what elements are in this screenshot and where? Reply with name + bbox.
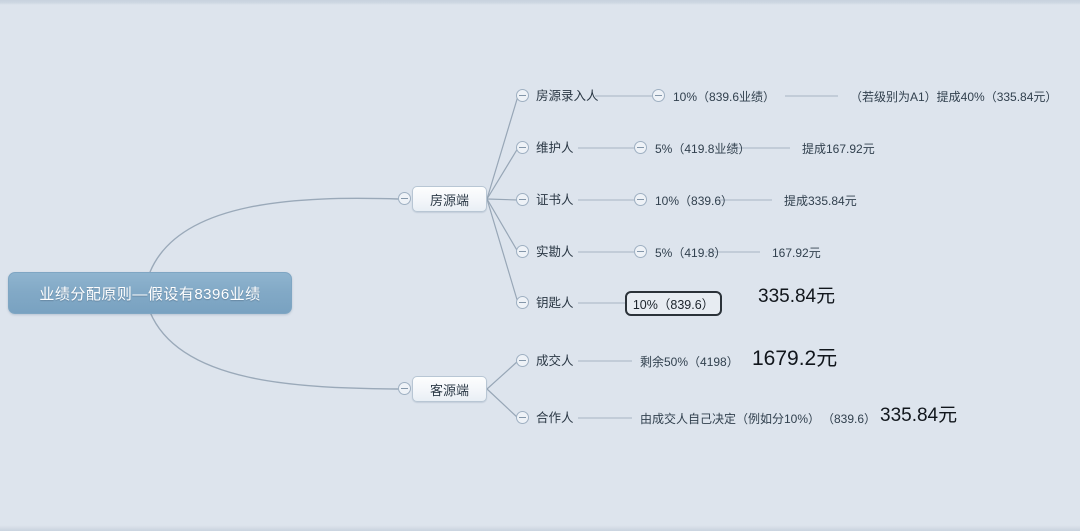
node-hezuo-ren[interactable]: 合作人 <box>536 411 574 425</box>
node-hezuo-ren-rule[interactable]: 由成交人自己决定（例如分10%） <box>640 412 821 426</box>
node-yaoshi-ren-rate-label: 10%（839.6） <box>632 298 715 312</box>
node-chengjiao-ren-rate[interactable]: 剩余50%（4198） <box>640 355 739 369</box>
node-yaoshi-ren[interactable]: 钥匙人 <box>536 296 574 310</box>
root-node[interactable]: 业绩分配原则—假设有8396业绩 <box>8 272 292 314</box>
collapse-minus-icon-yaoshi-ren[interactable] <box>516 296 529 309</box>
branch-node-keyuanduan[interactable]: 客源端 <box>412 376 487 402</box>
collapse-minus-icon-chengjiao-ren[interactable] <box>516 354 529 367</box>
node-fangyuan-luru-ren-rate[interactable]: 10%（839.6业绩） <box>673 90 776 104</box>
collapse-minus-icon-hezuo-ren[interactable] <box>516 411 529 424</box>
node-fangyuan-luru-ren[interactable]: 房源录入人 <box>536 89 599 103</box>
node-weihu-ren-rate[interactable]: 5%（419.8业绩） <box>655 142 751 156</box>
collapse-minus-icon-shikan-ren[interactable] <box>516 245 529 258</box>
node-hezuo-ren-commission[interactable]: 335.84元 <box>880 405 958 426</box>
collapse-minus-icon-zhengshu-ren-rate[interactable] <box>634 193 647 206</box>
branch-node-fangyuanduan[interactable]: 房源端 <box>412 186 487 212</box>
node-weihu-ren-commission[interactable]: 提成167.92元 <box>802 142 875 156</box>
node-chengjiao-ren-commission[interactable]: 1679.2元 <box>752 347 838 370</box>
node-shikan-ren[interactable]: 实勘人 <box>536 245 574 259</box>
node-hezuo-ren-amount[interactable]: （839.6） <box>822 412 877 426</box>
branch-node-label: 房源端 <box>429 192 469 208</box>
collapse-minus-icon-fangyuanduan[interactable] <box>398 192 411 205</box>
node-zhengshu-ren-rate[interactable]: 10%（839.6） <box>655 194 734 208</box>
canvas-bottom-edge <box>0 525 1080 531</box>
node-chengjiao-ren[interactable]: 成交人 <box>536 354 574 368</box>
collapse-minus-icon-shikan-ren-rate[interactable] <box>634 245 647 258</box>
node-yaoshi-ren-rate-selected[interactable]: 10%（839.6） <box>625 291 722 316</box>
node-fangyuan-luru-ren-commission[interactable]: （若级别为A1）提成40%（335.84元） <box>850 90 1058 104</box>
node-shikan-ren-rate[interactable]: 5%（419.8） <box>655 246 727 260</box>
collapse-minus-icon-weihu-ren[interactable] <box>516 141 529 154</box>
node-zhengshu-ren[interactable]: 证书人 <box>536 193 574 207</box>
node-yaoshi-ren-commission[interactable]: 335.84元 <box>758 286 836 307</box>
node-shikan-ren-commission[interactable]: 167.92元 <box>772 246 821 260</box>
node-zhengshu-ren-commission[interactable]: 提成335.84元 <box>784 194 857 208</box>
collapse-minus-icon-fangyuan-luru-ren[interactable] <box>516 89 529 102</box>
branch-node-label: 客源端 <box>429 382 469 398</box>
collapse-minus-icon-zhengshu-ren[interactable] <box>516 193 529 206</box>
canvas-top-edge <box>0 0 1080 5</box>
root-node-label: 业绩分配原则—假设有8396业绩 <box>39 285 261 303</box>
collapse-minus-icon-weihu-ren-rate[interactable] <box>634 141 647 154</box>
node-weihu-ren[interactable]: 维护人 <box>536 141 574 155</box>
collapse-minus-icon-fangyuan-luru-ren-rate[interactable] <box>652 89 665 102</box>
collapse-minus-icon-keyuanduan[interactable] <box>398 382 411 395</box>
